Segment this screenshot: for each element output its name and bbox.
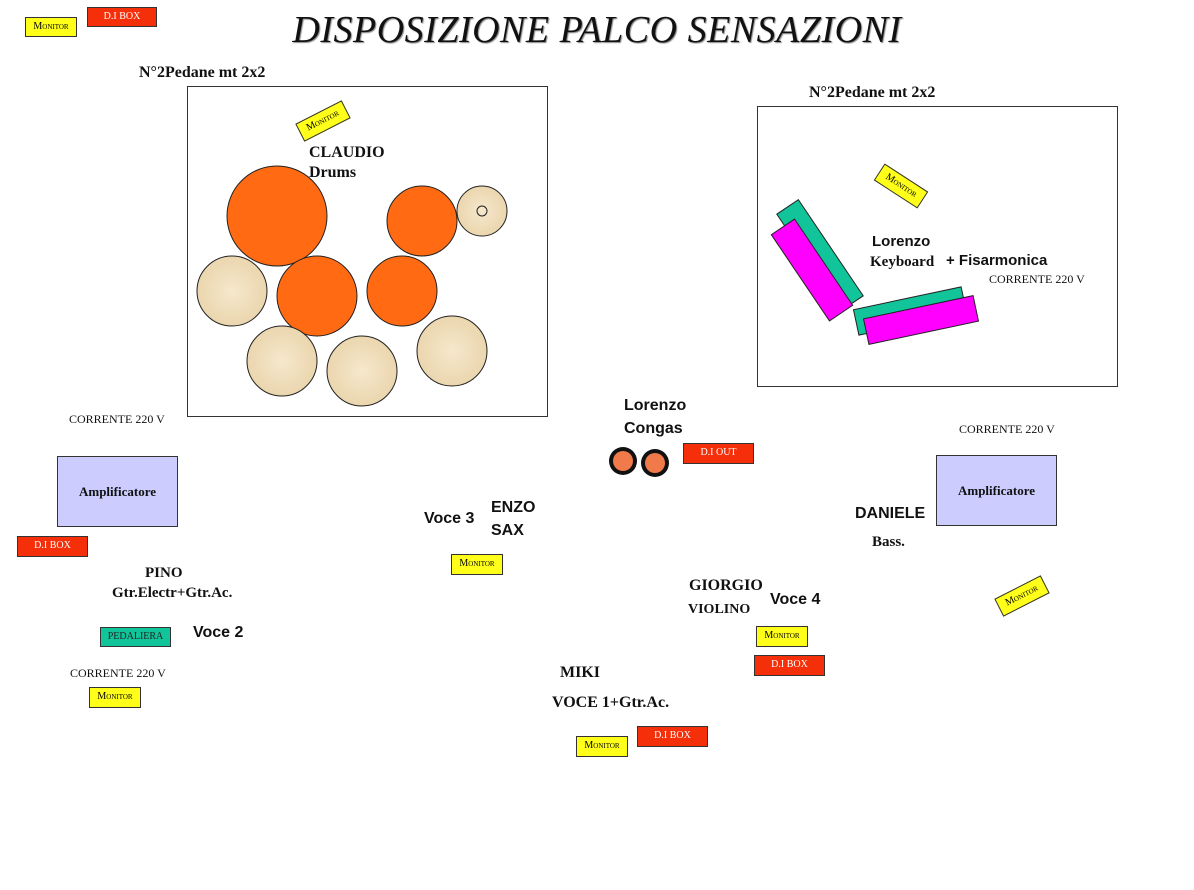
enzo-role: SAX <box>491 522 524 539</box>
riser-label-drums: N°2Pedane mt 2x2 <box>139 64 266 81</box>
hihat <box>456 185 508 237</box>
di-box-top-left: D.I BOX <box>87 7 157 27</box>
keyboard-setup <box>770 198 980 345</box>
giorgio-name: GIORGIO <box>689 577 763 594</box>
congas-drawing <box>609 447 669 477</box>
miki-role: VOCE 1+Gtr.Ac. <box>552 694 670 711</box>
pino-name: PINO <box>145 565 183 581</box>
amp-right: Amplificatore <box>936 455 1057 526</box>
enzo-voice: Voce 3 <box>424 510 475 527</box>
snare <box>276 255 358 337</box>
cymbal-2 <box>246 325 318 397</box>
power-left-bottom: CORRENTE 220 V <box>70 666 166 680</box>
hihat-center <box>476 205 488 217</box>
di-out-congas: D.I OUT <box>683 443 754 464</box>
daniele-name: DANIELE <box>855 505 926 522</box>
monitor-pino: Monitor <box>89 687 141 708</box>
keyboard-magenta-1 <box>770 218 854 322</box>
miki-name: MIKI <box>560 664 600 681</box>
amp-left: Amplificatore <box>57 456 178 527</box>
riser-label-keys: N°2Pedane mt 2x2 <box>809 84 936 101</box>
keyboard-magenta-2 <box>862 295 980 345</box>
congas-role: Congas <box>624 420 683 437</box>
page-title: DISPOSIZIONE PALCO SENSAZIONI <box>292 9 902 51</box>
tom-2 <box>366 255 438 327</box>
cymbal-1 <box>196 255 268 327</box>
tom-1 <box>386 185 458 257</box>
drummer-name: CLAUDIO <box>309 144 385 161</box>
pino-role: Gtr.Electr+Gtr.Ac. <box>112 585 233 601</box>
monitor-miki: Monitor <box>576 736 628 757</box>
cymbal-4 <box>416 315 488 387</box>
pino-voice: Voce 2 <box>193 624 244 641</box>
drum-kit <box>196 165 508 407</box>
giorgio-voice: Voce 4 <box>770 591 821 608</box>
giorgio-role: VIOLINO <box>688 602 751 617</box>
di-box-giorgio: D.I BOX <box>754 655 825 676</box>
power-right: CORRENTE 220 V <box>959 422 1055 436</box>
keys-name: Lorenzo <box>872 233 931 250</box>
monitor-giorgio: Monitor <box>756 626 808 647</box>
cymbal-3 <box>326 335 398 407</box>
congas-name: Lorenzo <box>624 397 687 414</box>
monitor-top-left: Monitor <box>25 17 77 37</box>
enzo-name: ENZO <box>491 499 536 516</box>
di-box-miki: D.I BOX <box>637 726 708 747</box>
keys-role: Keyboard <box>870 254 935 270</box>
pedaliera: PEDALIERA <box>100 627 171 647</box>
bass-drum <box>226 165 328 267</box>
daniele-role: Bass. <box>872 534 905 550</box>
keys-extra: + Fisarmonica <box>946 252 1048 269</box>
drummer-role: Drums <box>309 164 357 181</box>
power-left-top: CORRENTE 220 V <box>69 412 165 426</box>
power-keys: CORRENTE 220 V <box>989 272 1085 286</box>
monitor-enzo: Monitor <box>451 554 503 575</box>
di-box-left: D.I BOX <box>17 536 88 557</box>
